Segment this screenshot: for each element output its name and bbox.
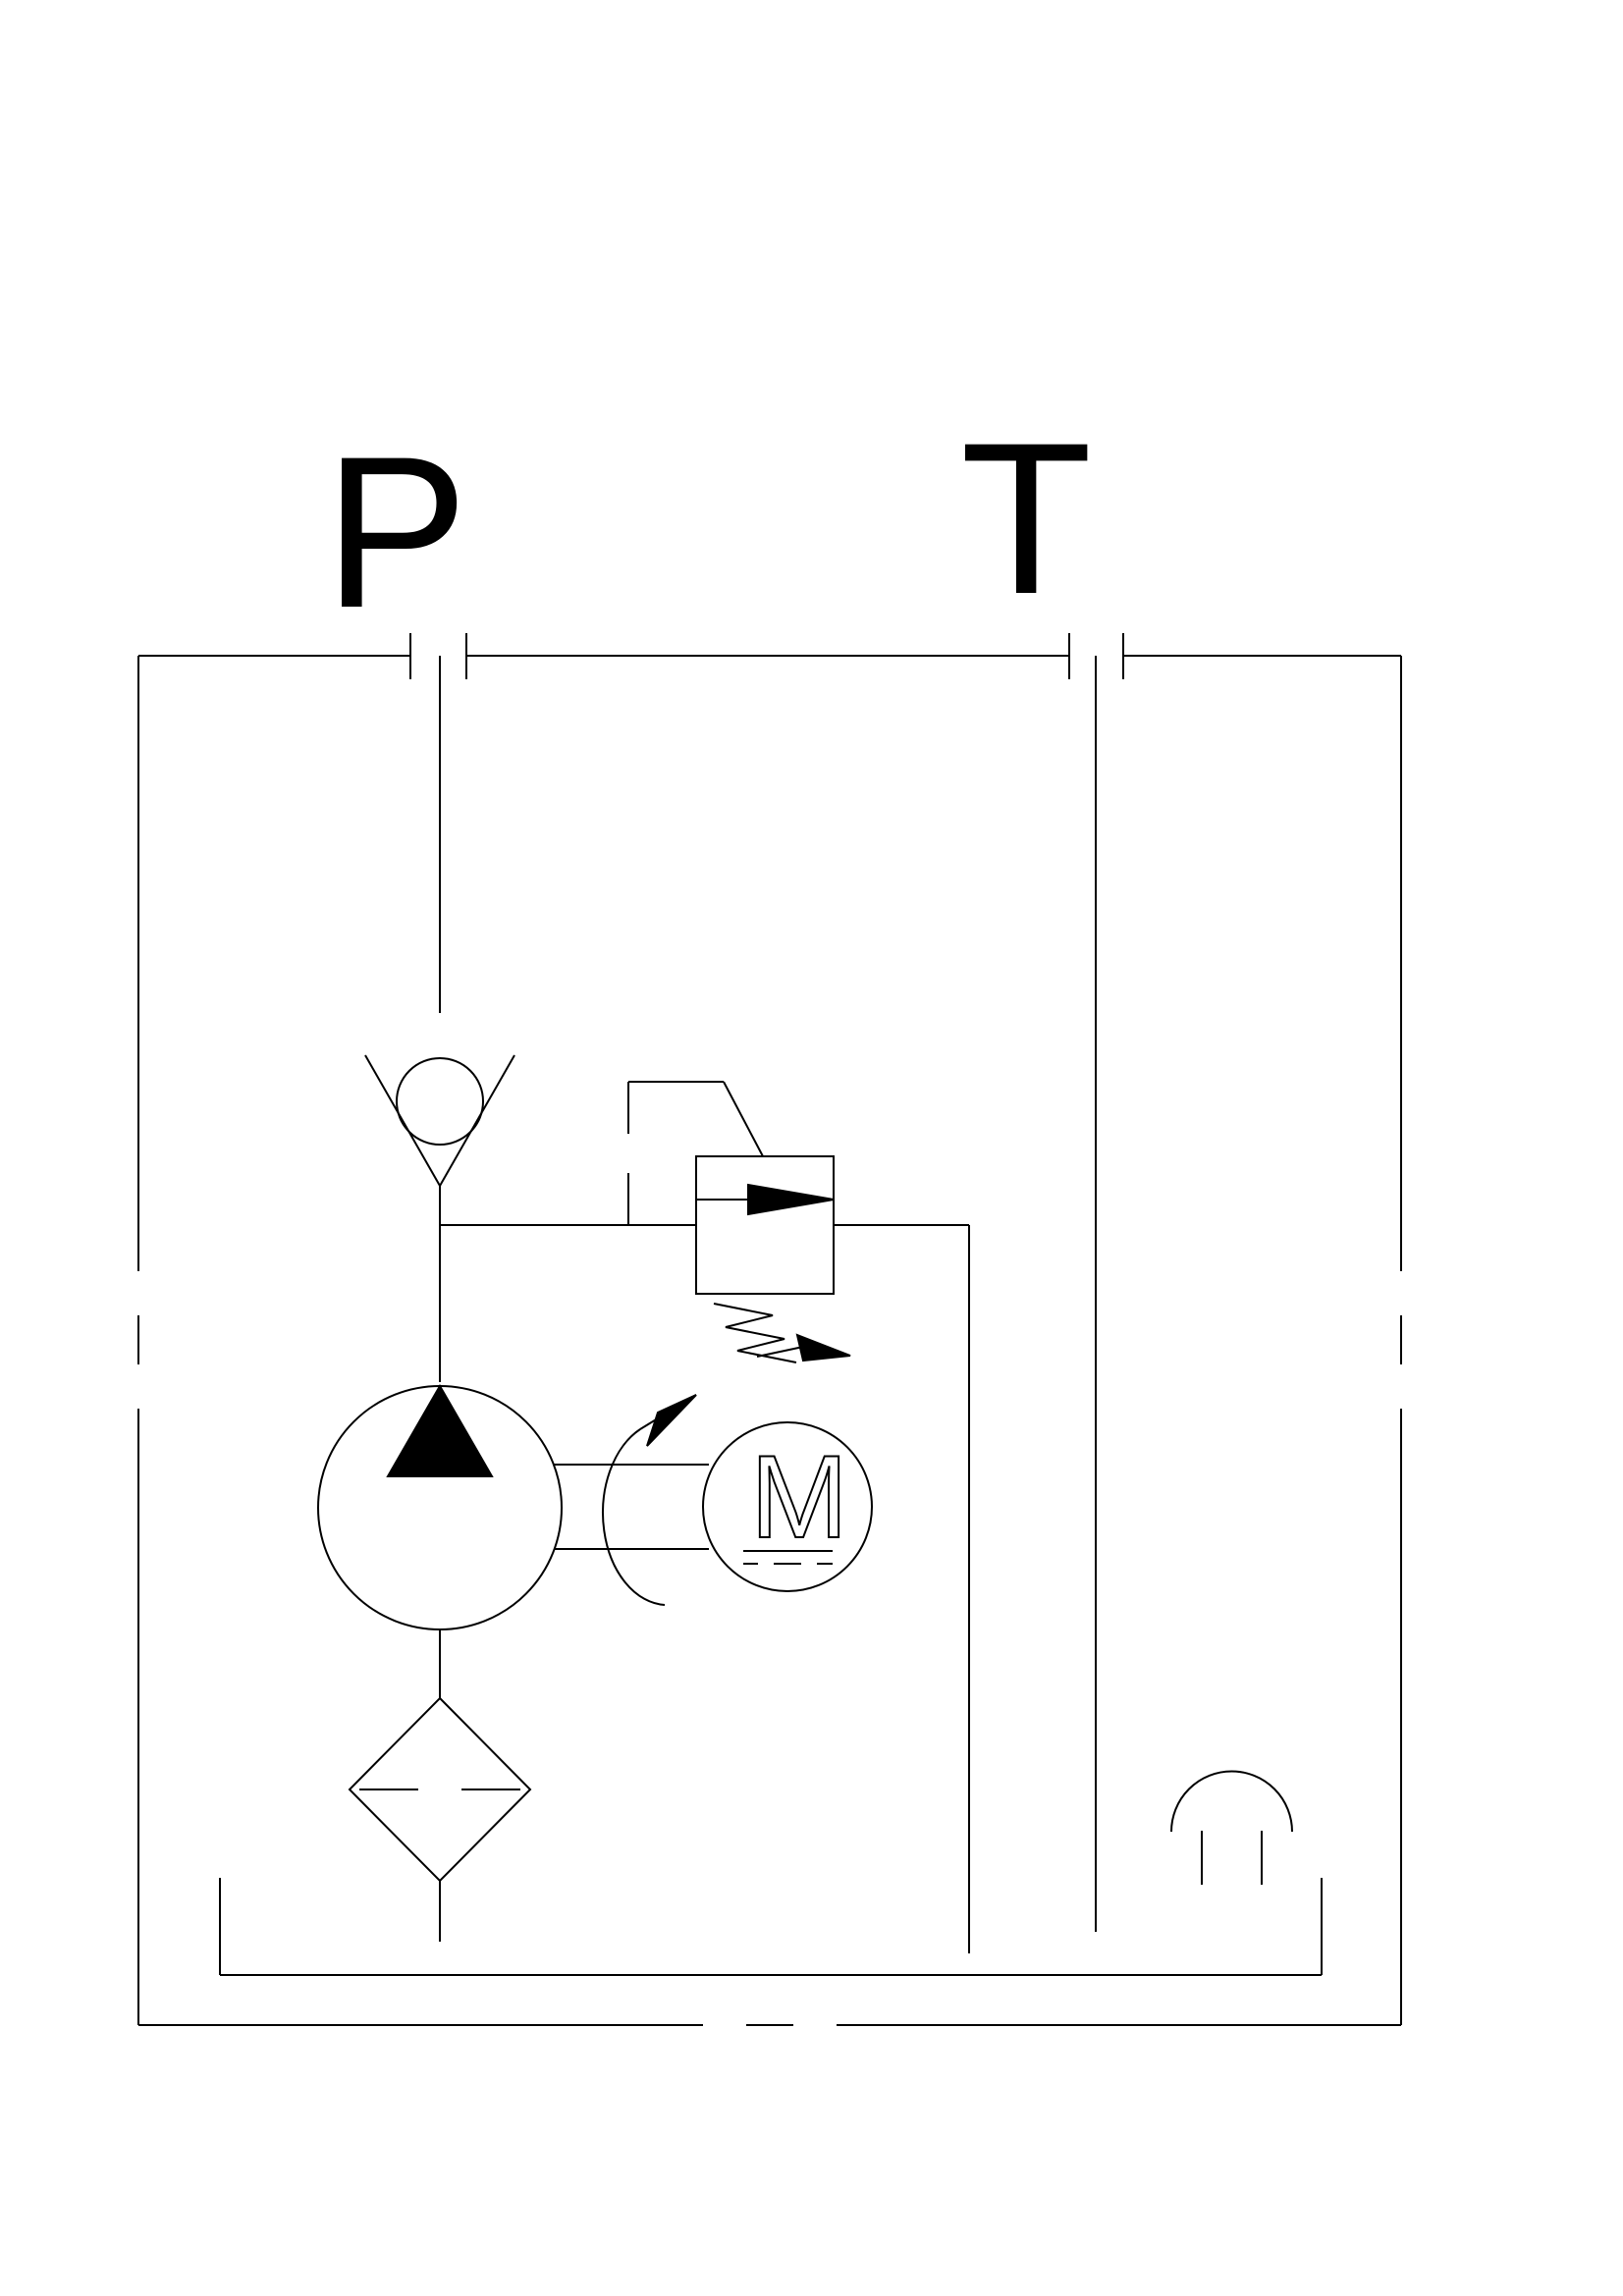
relief-return-line bbox=[834, 1224, 970, 1953]
filter-icon bbox=[348, 1696, 532, 1883]
drive-shaft bbox=[554, 1464, 709, 1550]
motor-letter: M bbox=[750, 1431, 848, 1563]
port-p-label: P bbox=[324, 411, 468, 653]
rotation-arrow-icon bbox=[602, 1394, 697, 1606]
electric-motor-icon: M bbox=[702, 1421, 873, 1592]
unit-boundary bbox=[137, 655, 1402, 2026]
breather-icon bbox=[1170, 1770, 1293, 1885]
pump-icon bbox=[317, 1383, 563, 1630]
reservoir-icon bbox=[219, 1878, 1323, 1976]
port-t-connection bbox=[1068, 633, 1124, 679]
port-t-label: T bbox=[960, 398, 1092, 639]
port-p-connection bbox=[409, 633, 467, 679]
pressure-relief-valve-icon bbox=[627, 1081, 851, 1363]
check-valve-icon bbox=[364, 1054, 515, 1187]
